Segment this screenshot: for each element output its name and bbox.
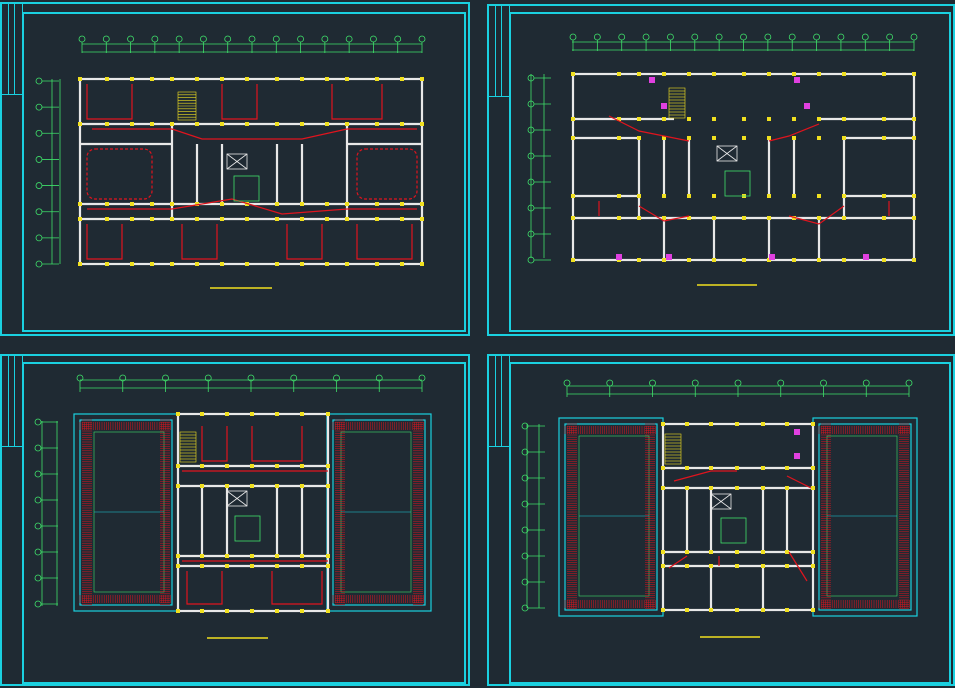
- sheet-inner-frame: [22, 362, 466, 684]
- walls: [661, 422, 815, 612]
- walls: [176, 412, 330, 613]
- drawing-sheet-top-right: [487, 4, 955, 336]
- walls: [571, 72, 916, 262]
- stair: [664, 433, 682, 465]
- dimension-lines: [530, 41, 914, 258]
- grid-bubbles: [521, 379, 913, 612]
- fixtures: [794, 429, 800, 459]
- lift: [226, 153, 260, 202]
- walls: [78, 77, 424, 266]
- stair: [179, 431, 197, 463]
- lift: [226, 490, 261, 542]
- columns: [571, 72, 916, 262]
- fixtures: [616, 77, 869, 260]
- columns: [176, 412, 330, 613]
- sheet-inner-frame: [509, 12, 951, 332]
- wiring: [86, 84, 418, 260]
- stair: [668, 87, 686, 119]
- columns: [78, 77, 424, 266]
- grid-bubbles: [527, 33, 918, 264]
- roof-left: [73, 413, 179, 612]
- columns: [661, 422, 815, 612]
- sheet-inner-frame: [22, 12, 466, 332]
- roof-hatch: [564, 423, 910, 610]
- lift: [710, 493, 747, 544]
- floor-plan-electrical-1: [35, 35, 426, 289]
- wiring: [668, 470, 812, 582]
- wiring: [598, 115, 890, 225]
- drawing-sheet-top-left: [0, 2, 470, 336]
- roof-hatch: [79, 419, 424, 606]
- lift: [716, 145, 751, 197]
- wiring: [182, 426, 328, 605]
- roof-right: [812, 417, 918, 617]
- floor-plan-electrical-2: [527, 33, 918, 286]
- sheet-inner-frame: [509, 362, 951, 684]
- roof-left: [558, 417, 664, 617]
- floor-plan-electrical-3: [34, 374, 432, 639]
- drawing-sheet-bottom-right: [487, 354, 955, 686]
- floor-plan-electrical-4: [521, 379, 918, 638]
- grid-bubbles: [34, 374, 426, 608]
- grid-bubbles: [35, 35, 426, 268]
- drawing-sheet-bottom-left: [0, 354, 470, 686]
- dimension-lines: [526, 385, 909, 608]
- stair: [177, 91, 197, 121]
